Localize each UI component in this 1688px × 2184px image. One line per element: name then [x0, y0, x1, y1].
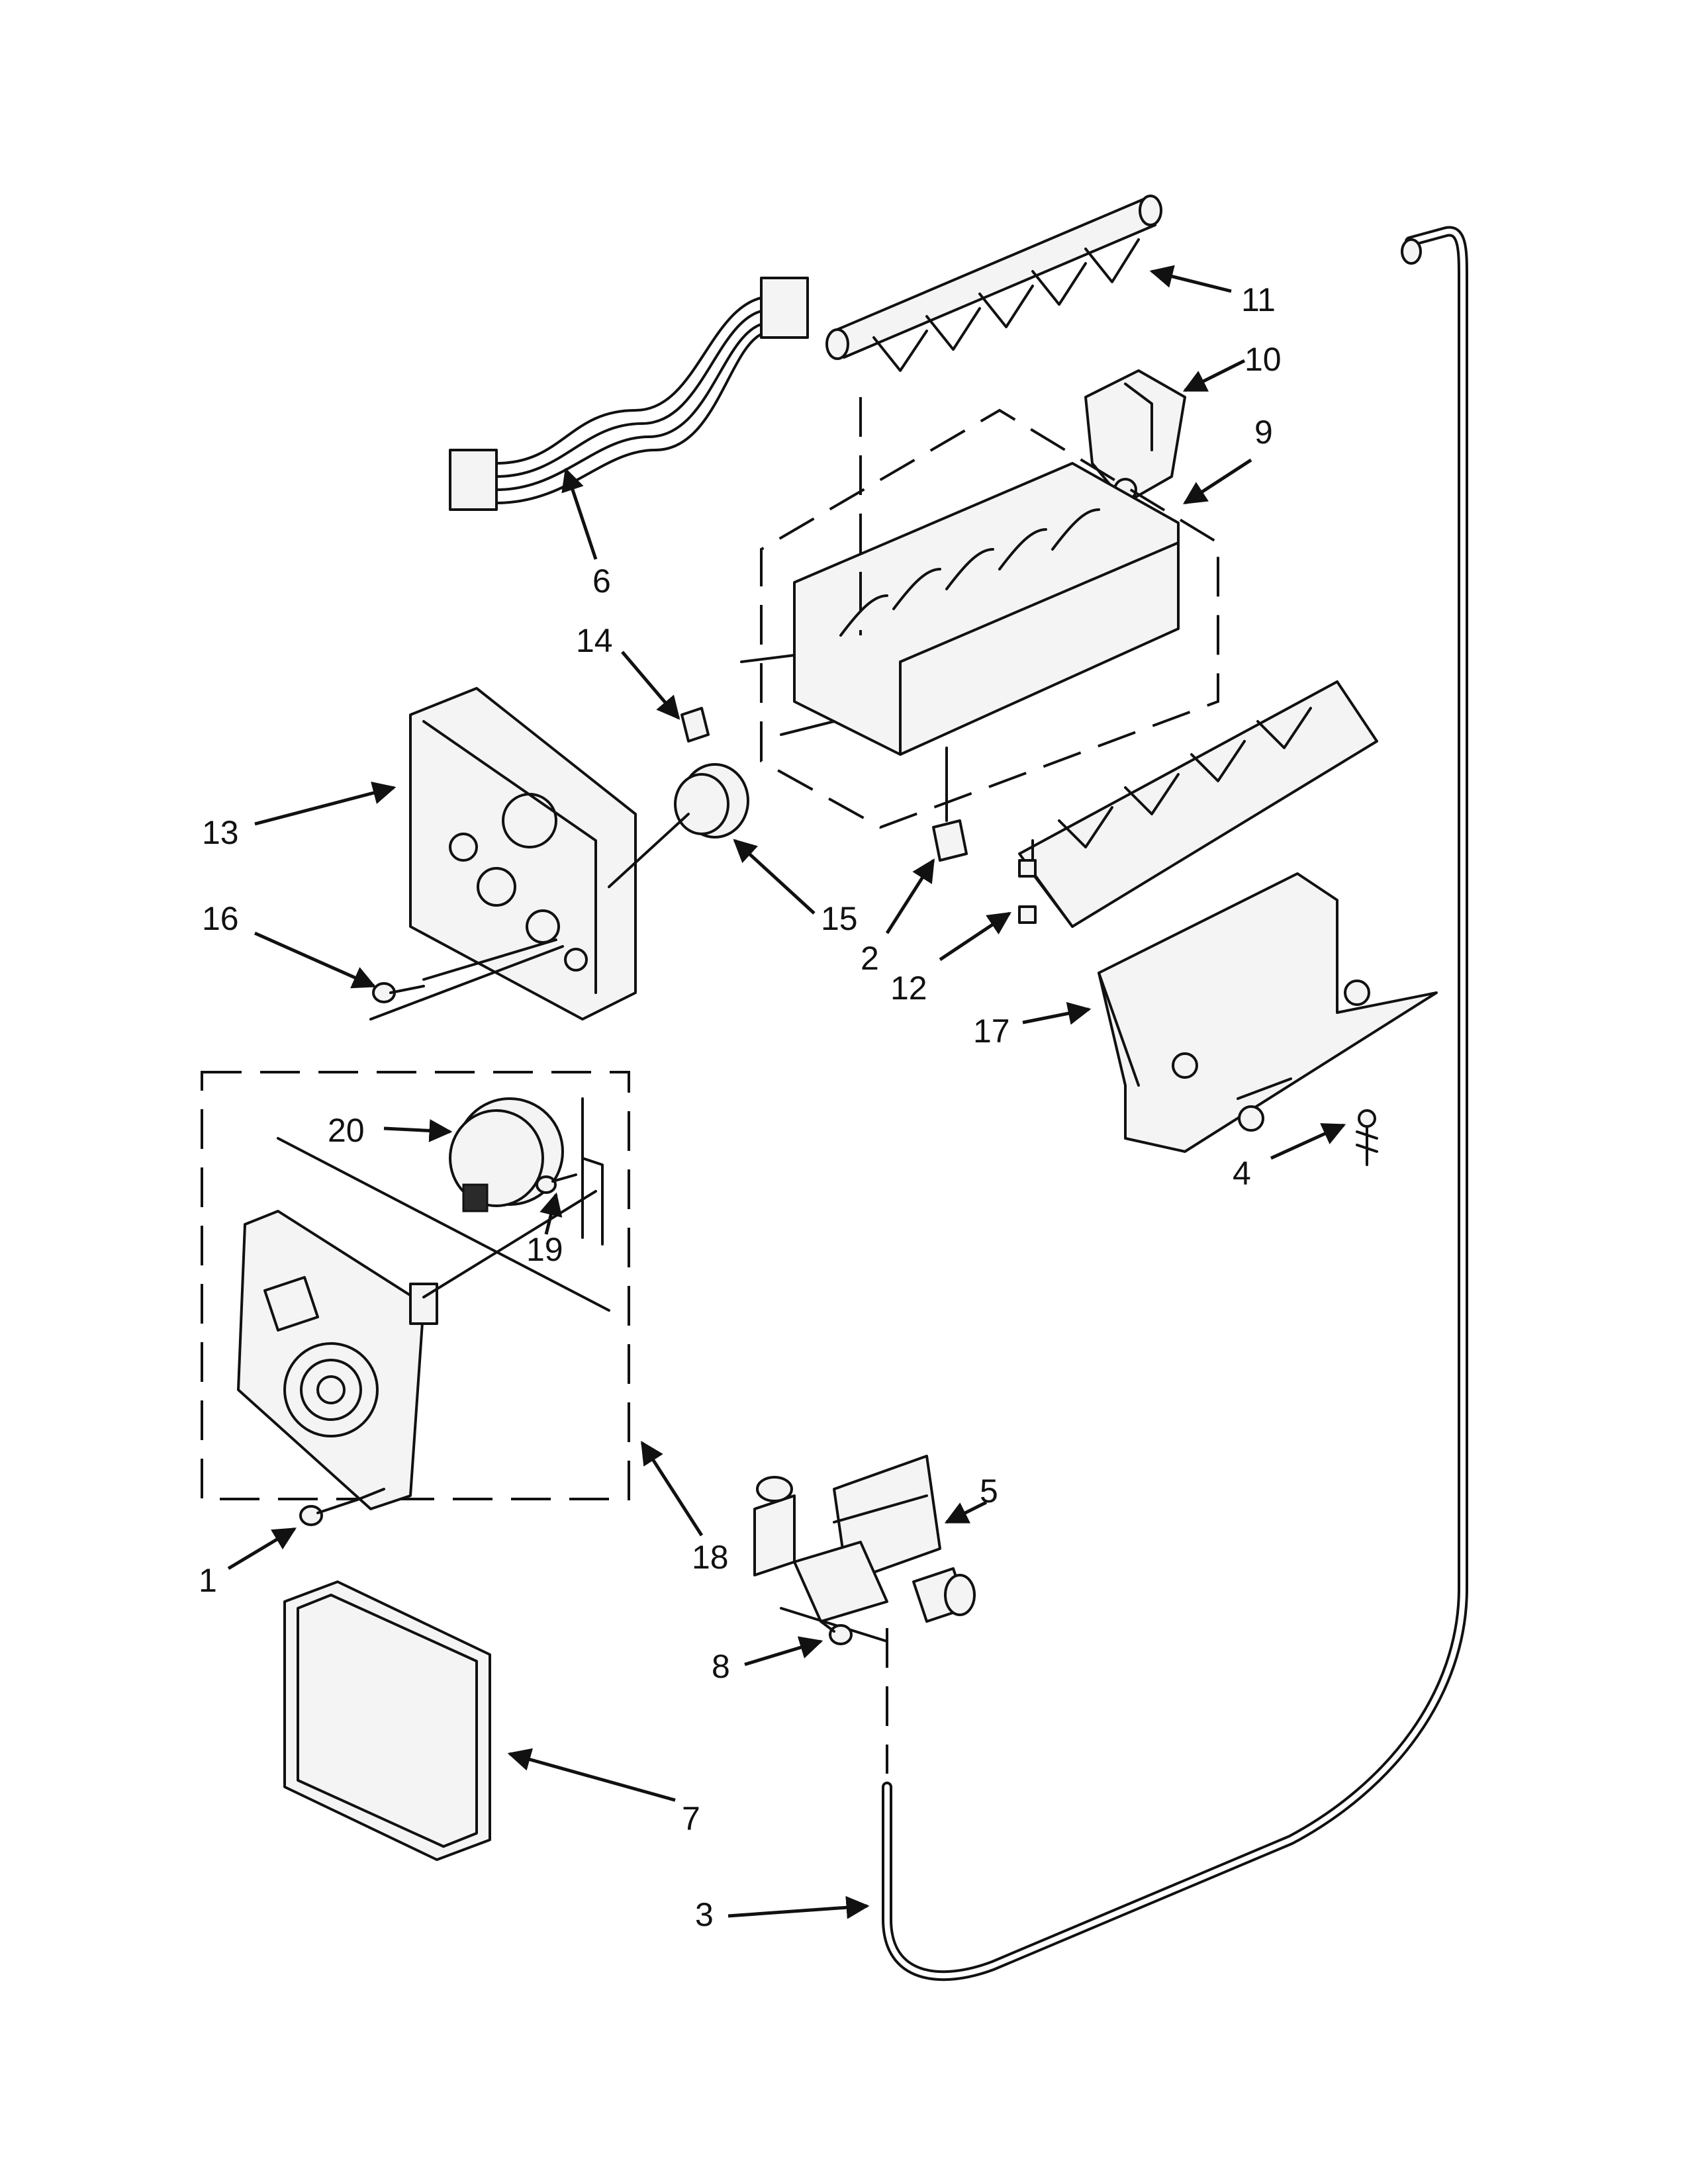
- ice-mold: [740, 397, 1219, 829]
- ice-stripper: [1018, 680, 1378, 928]
- callout-20: 20: [328, 1112, 365, 1149]
- leader-8: [744, 1636, 823, 1666]
- thermostat: [608, 707, 749, 888]
- callout-1: 1: [199, 1562, 217, 1599]
- leader-16: [254, 931, 377, 989]
- callout-17: 17: [973, 1013, 1010, 1050]
- wire-harness: [449, 277, 809, 511]
- leader-19: [539, 1192, 563, 1235]
- leader-13: [254, 782, 397, 826]
- leader-5: [944, 1500, 988, 1524]
- leader-11: [1149, 265, 1232, 293]
- valve-screw: [820, 1620, 853, 1645]
- callout-11: 11: [1241, 281, 1276, 318]
- callout-2: 2: [861, 940, 879, 977]
- water-tube: [882, 226, 1468, 1981]
- callout-19: 19: [526, 1231, 563, 1268]
- leader-3: [727, 1895, 870, 1919]
- callout-7: 7: [682, 1800, 700, 1837]
- leader-17: [1022, 1002, 1092, 1025]
- leader-18: [640, 1441, 704, 1537]
- callout-5: 5: [980, 1473, 998, 1510]
- leader-6: [561, 467, 598, 560]
- callout-12: 12: [890, 970, 927, 1007]
- callout-3: 3: [695, 1896, 714, 1933]
- leader-10: [1182, 359, 1246, 392]
- callout-leaders: [227, 265, 1346, 1919]
- callout-13: 13: [202, 814, 239, 851]
- mold-clip: [932, 819, 968, 862]
- callout-4: 4: [1233, 1155, 1251, 1192]
- ejector-shaft: [825, 195, 1162, 372]
- module-cover: [283, 1580, 491, 1861]
- motor: [449, 1097, 604, 1246]
- leader-12: [939, 911, 1011, 962]
- callout-15: 15: [821, 900, 858, 937]
- water-valve: [753, 1455, 976, 1643]
- housing-screw: [372, 938, 557, 1003]
- leader-20: [383, 1118, 453, 1142]
- callout-8: 8: [712, 1648, 730, 1685]
- leader-7: [507, 1748, 676, 1802]
- shutoff-arm-cover: [1098, 872, 1438, 1153]
- callout-16: 16: [202, 900, 239, 937]
- callout-labels: 1 2 3 4 5 6 7 8 9 10 11 12 13 14 15 16 1…: [199, 281, 1282, 1933]
- module-screw: [299, 1488, 385, 1526]
- leader-1: [227, 1527, 297, 1570]
- leader-2: [885, 858, 935, 934]
- callout-10: 10: [1244, 341, 1282, 378]
- leader-4: [1270, 1123, 1346, 1160]
- leader-15: [733, 839, 816, 915]
- leader-14: [621, 651, 680, 720]
- callout-18: 18: [692, 1539, 729, 1576]
- cover-screw: [1356, 1109, 1378, 1166]
- callout-9: 9: [1254, 414, 1273, 451]
- control-housing: [409, 687, 637, 1021]
- leader-9: [1183, 458, 1252, 505]
- callout-14: 14: [576, 622, 613, 659]
- motor-module-assembly: [201, 945, 630, 1510]
- callout-6: 6: [592, 563, 611, 600]
